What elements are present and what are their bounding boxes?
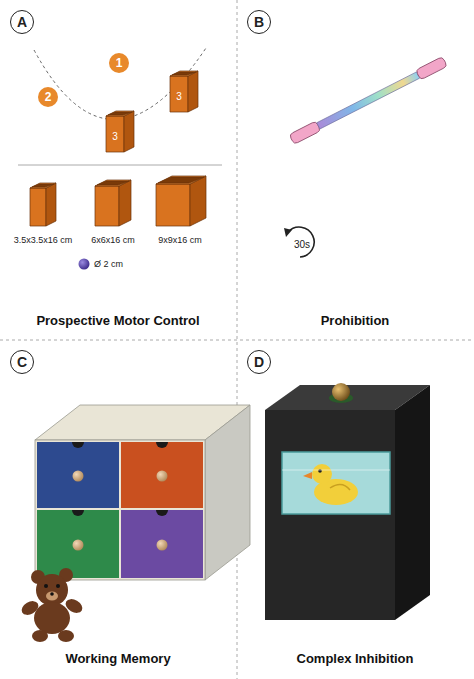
panel-letter: A — [10, 10, 34, 34]
dimension: 3.5x3.5x16 cm — [14, 235, 73, 245]
drawer — [121, 442, 203, 508]
panel-letter: B — [247, 10, 271, 34]
box-opening — [172, 72, 196, 75]
drawer — [121, 510, 203, 578]
cabinet-side — [205, 405, 250, 580]
node-text: C — [17, 354, 27, 370]
panel-caption: Prospective Motor Control — [36, 313, 199, 328]
teddy-bear — [19, 568, 85, 642]
trajectory-arc — [34, 48, 206, 120]
box-front — [265, 410, 395, 620]
box-opening — [158, 177, 204, 183]
box-number: 3 — [112, 131, 118, 142]
drawer — [37, 510, 119, 578]
divider — [0, 340, 474, 341]
box-opening — [108, 112, 132, 115]
ball — [79, 259, 90, 270]
drawer-notches — [72, 442, 168, 516]
position-marker: 1 — [109, 53, 129, 73]
box-front — [106, 116, 124, 152]
cabinet-front — [35, 440, 205, 580]
stick — [289, 57, 447, 145]
box-side — [46, 183, 56, 226]
box-rim — [156, 176, 206, 184]
dimension: 6x6x16 cm — [91, 235, 135, 245]
box-front — [30, 188, 46, 226]
box-number: 3 — [176, 91, 182, 102]
box-group — [30, 71, 206, 226]
box-side — [190, 176, 206, 226]
dimension: Ø 2 cm — [94, 259, 123, 269]
drawer — [37, 442, 119, 508]
button — [332, 383, 350, 401]
glass-glare — [282, 470, 390, 471]
box-side — [395, 385, 430, 620]
box-front — [95, 186, 119, 226]
separator — [18, 165, 222, 166]
box-side — [124, 111, 134, 152]
box-rim — [95, 180, 131, 186]
box-side — [188, 71, 198, 112]
panel-letter: D — [247, 350, 271, 374]
timer-arrow — [288, 227, 314, 257]
box-opening — [32, 184, 54, 187]
box-rim — [106, 111, 134, 116]
timer-arrowhead — [284, 228, 292, 237]
dimension: 9x9x16 cm — [158, 235, 202, 245]
box-rim — [30, 183, 56, 188]
box-front — [170, 76, 188, 112]
node-text: B — [254, 14, 264, 30]
time-label: 30s — [294, 239, 310, 250]
drawer-knobs — [73, 471, 168, 551]
node-text: 2 — [45, 90, 52, 104]
panel-caption: Prohibition — [321, 313, 390, 328]
panel-caption: Complex Inhibition — [297, 651, 414, 666]
node-text: D — [254, 354, 264, 370]
box-front — [156, 184, 190, 226]
window — [282, 452, 390, 514]
node-text: A — [17, 14, 27, 30]
position-marker: 2 — [38, 87, 58, 107]
node-text: 1 — [116, 56, 123, 70]
panel-letter: C — [10, 350, 34, 374]
box-opening — [97, 181, 129, 185]
box-side — [119, 180, 131, 226]
panel-caption: Working Memory — [65, 651, 170, 666]
box-rim — [170, 71, 198, 76]
